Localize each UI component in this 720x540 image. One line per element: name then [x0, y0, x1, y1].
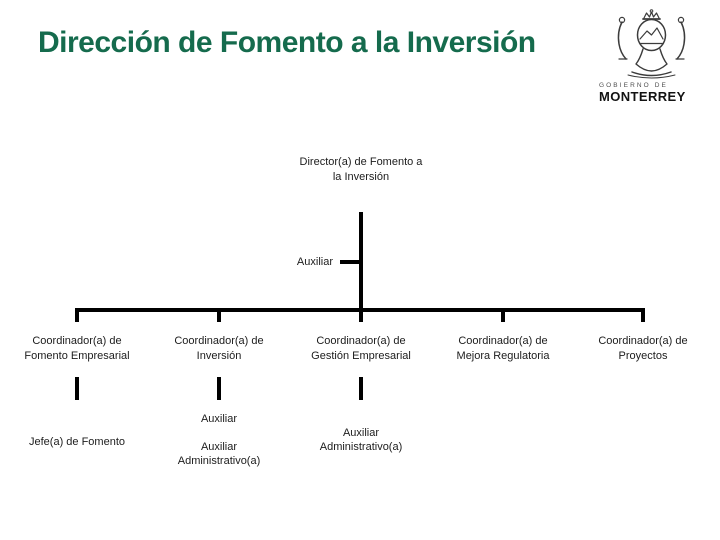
node-auxiliar-inversion: Auxiliar	[200, 413, 238, 425]
coordinator-line2: Gestión Empresarial	[311, 350, 411, 362]
coordinator-line1: Coordinador(a) de	[316, 335, 406, 347]
director-line1: Director(a) de Fomento a	[299, 156, 423, 168]
aux-admin-line1: Auxiliar	[200, 441, 238, 453]
connector-stub-gestion-empresarial	[359, 377, 363, 400]
connector-stub-fomento-empresarial	[75, 377, 79, 400]
gobierno-de-label: GOBIERNO DE	[599, 82, 668, 89]
page-title: Dirección de Fomento a la Inversión	[38, 26, 536, 59]
coordinator-line2: Fomento Empresarial	[24, 350, 130, 362]
coordinator-line1: Coordinador(a) de	[458, 335, 548, 347]
aux-admin-line1: Auxiliar	[342, 427, 380, 439]
connector-auxiliar-stub	[340, 260, 361, 264]
node-coordinator-fomento-empresarial: Coordinador(a) de Fomento Empresarial	[2, 334, 152, 364]
connector-director-vertical	[359, 212, 363, 310]
coordinator-line1: Coordinador(a) de	[598, 335, 688, 347]
node-coordinator-gestion-empresarial: Coordinador(a) de Gestión Empresarial	[286, 334, 436, 364]
connector-tick-fomento-empresarial	[75, 308, 79, 322]
connector-tick-inversion	[217, 308, 221, 322]
connector-tick-mejora-regulatoria	[501, 308, 505, 322]
connector-tick-proyectos	[641, 308, 645, 322]
coordinator-line1: Coordinador(a) de	[32, 335, 122, 347]
connector-stub-inversion	[217, 377, 221, 400]
coordinator-line1: Coordinador(a) de	[174, 335, 264, 347]
aux-admin-line2: Administrativo(a)	[177, 455, 261, 467]
connector-tick-gestion-empresarial	[359, 308, 363, 322]
monterrey-logo: GOBIERNO DE MONTERREY	[599, 8, 703, 104]
node-auxiliar-administrativo-gestion: Auxiliar Administrativo(a)	[286, 426, 436, 454]
coordinator-line2: Mejora Regulatoria	[456, 350, 550, 362]
director-line2: la Inversión	[332, 171, 390, 183]
node-coordinator-proyectos: Coordinador(a) de Proyectos	[568, 334, 718, 364]
coordinator-line2: Inversión	[196, 350, 242, 362]
node-coordinator-mejora-regulatoria: Coordinador(a) de Mejora Regulatoria	[428, 334, 578, 364]
coat-of-arms-icon	[617, 9, 686, 79]
coordinator-line2: Proyectos	[618, 350, 668, 362]
aux-admin-line2: Administrativo(a)	[319, 441, 403, 453]
node-auxiliar-administrativo-inversion: Auxiliar Administrativo(a)	[144, 440, 294, 468]
node-director: Director(a) de Fomento a la Inversión	[271, 155, 451, 185]
node-jefe-fomento: Jefe(a) de Fomento	[29, 436, 125, 448]
node-coordinator-inversion: Coordinador(a) de Inversión	[144, 334, 294, 364]
node-auxiliar-staff: Auxiliar	[296, 256, 333, 268]
monterrey-label: MONTERREY	[599, 89, 686, 104]
